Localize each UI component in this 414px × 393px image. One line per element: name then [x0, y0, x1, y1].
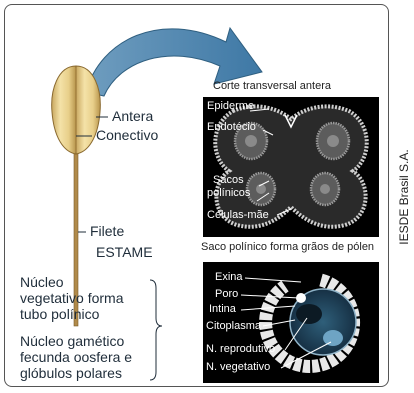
note-gametico-line1: Núcleo gamético — [20, 333, 125, 349]
endotecio-label: Endotécio — [207, 121, 256, 133]
note-gametico-line3: glóbulos polares — [20, 365, 122, 381]
sacos-label-line1: Sacos — [213, 174, 244, 186]
note-gametico-line2: fecunda oosfera e — [20, 349, 133, 365]
cross-section-micrograph: Epiderme Endotécio Sacos polínicos Célul… — [203, 97, 379, 237]
conectivo-label: Conectivo — [96, 127, 159, 143]
note-vegetativo-line2: vegetativo forma — [20, 290, 124, 306]
note-vegetativo-line3: tubo polínico — [20, 306, 100, 322]
sacos-label-line2: polínicos — [207, 187, 251, 199]
estame-label: ESTAME — [96, 244, 153, 260]
cross-section-caption: Corte transversal antera — [213, 80, 331, 92]
pollen-sac-caption: Saco polínico forma grãos de pólen — [201, 241, 375, 253]
intina-label: Intina — [209, 303, 236, 315]
pollen-micrograph: Exina Poro Intina Citoplasma N. reprodut… — [203, 262, 379, 383]
exina-label: Exina — [215, 271, 243, 283]
note-gametico: Núcleo gamético fecunda oosfera e glóbul… — [20, 333, 132, 381]
pollen-drawing — [240, 273, 361, 373]
poro-label: Poro — [215, 288, 239, 300]
epiderme-label: Epiderme — [207, 100, 255, 112]
antera-label: Antera — [112, 108, 154, 124]
n-vegetativo-label: N. vegetativo — [206, 361, 271, 373]
filete-label: Filete — [90, 223, 125, 239]
citoplasma-label: Citoplasma — [206, 320, 262, 332]
anther — [51, 65, 101, 155]
note-vegetativo: Núcleo vegetativo forma tubo polínico — [20, 274, 124, 322]
brace — [149, 279, 163, 381]
note-vegetativo-line1: Núcleo — [20, 274, 64, 290]
n-reprodutivo-label: N. reprodutivo — [206, 343, 276, 355]
celulas-mae-label: Células-mãe — [207, 209, 269, 221]
curved-arrow — [85, 26, 263, 97]
cross-section-drawing — [213, 104, 369, 229]
